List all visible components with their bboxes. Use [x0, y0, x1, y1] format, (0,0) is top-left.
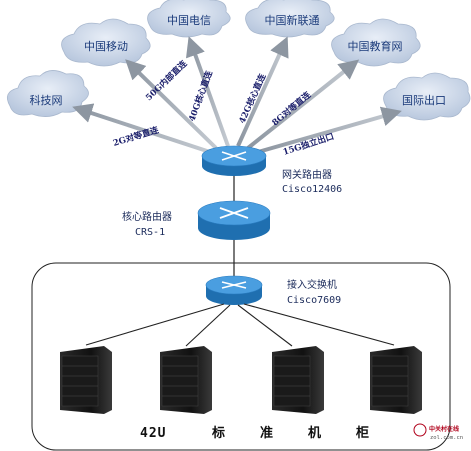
cabinet-links — [85, 303, 395, 347]
rack-cabinet — [370, 346, 422, 414]
cloud-telecom: 中国电信 — [147, 0, 231, 38]
gateway-router-name: 网关路由器 — [282, 168, 332, 181]
core-router — [197, 200, 271, 240]
arrow-intl — [257, 106, 402, 154]
router-arrows-icon — [219, 207, 249, 219]
access-switch-model: Cisco7609 — [287, 295, 341, 306]
rack-cabinet — [60, 346, 112, 414]
cabinet-label-char: 机 — [308, 425, 322, 441]
datacenter-frame — [31, 262, 451, 451]
arrow-mobile — [125, 59, 218, 150]
arrow-unicom — [236, 36, 289, 147]
cloud-label: 中国移动 — [84, 40, 128, 53]
cloud-label: 中国电信 — [167, 14, 211, 27]
watermark-logo: 中关村在线 zol.com.cn — [413, 423, 463, 441]
cloud-label: 中国教育网 — [348, 39, 403, 53]
arrow-keji — [72, 103, 211, 154]
link-label: 50G内部直连 — [143, 58, 189, 103]
cloud-mobile: 中国移动 — [61, 18, 151, 67]
gateway-router-model: Cisco12406 — [282, 184, 342, 195]
router-arrows-icon — [221, 151, 247, 161]
cloud-unicom: 中国新联通 — [245, 0, 335, 38]
cloud-label: 中国新联通 — [265, 13, 320, 27]
uplink-arrows — [72, 36, 402, 154]
cloud-keji: 科技网 — [6, 70, 89, 117]
link-label: 8G对等直连 — [270, 89, 314, 128]
access-switch — [205, 275, 263, 305]
cloud-label: 国际出口 — [402, 93, 446, 107]
arrow-edu — [246, 59, 360, 150]
cloud-edu: 中国教育网 — [331, 18, 421, 67]
watermark-name: 中关村在线 — [429, 425, 459, 433]
cabinet-label-char: 标 — [211, 425, 226, 441]
arrow-telecom — [185, 36, 230, 147]
core-router-model: CRS-1 — [135, 227, 165, 238]
cabinet-label-char: 柜 — [355, 425, 370, 441]
core-router-name: 核心路由器 — [122, 210, 172, 223]
cabinet-size-label: 42U — [140, 426, 166, 441]
cloud-label: 科技网 — [30, 93, 63, 107]
rack-cabinet — [160, 346, 212, 414]
rack-cabinet — [272, 346, 324, 414]
switch-arrows-icon — [221, 281, 247, 289]
watermark-url: zol.com.cn — [430, 435, 463, 441]
gateway-router — [201, 145, 267, 176]
access-switch-name: 接入交换机 — [287, 278, 337, 291]
cabinet-label-char: 准 — [260, 425, 274, 441]
cloud-intl: 国际出口 — [383, 72, 471, 121]
